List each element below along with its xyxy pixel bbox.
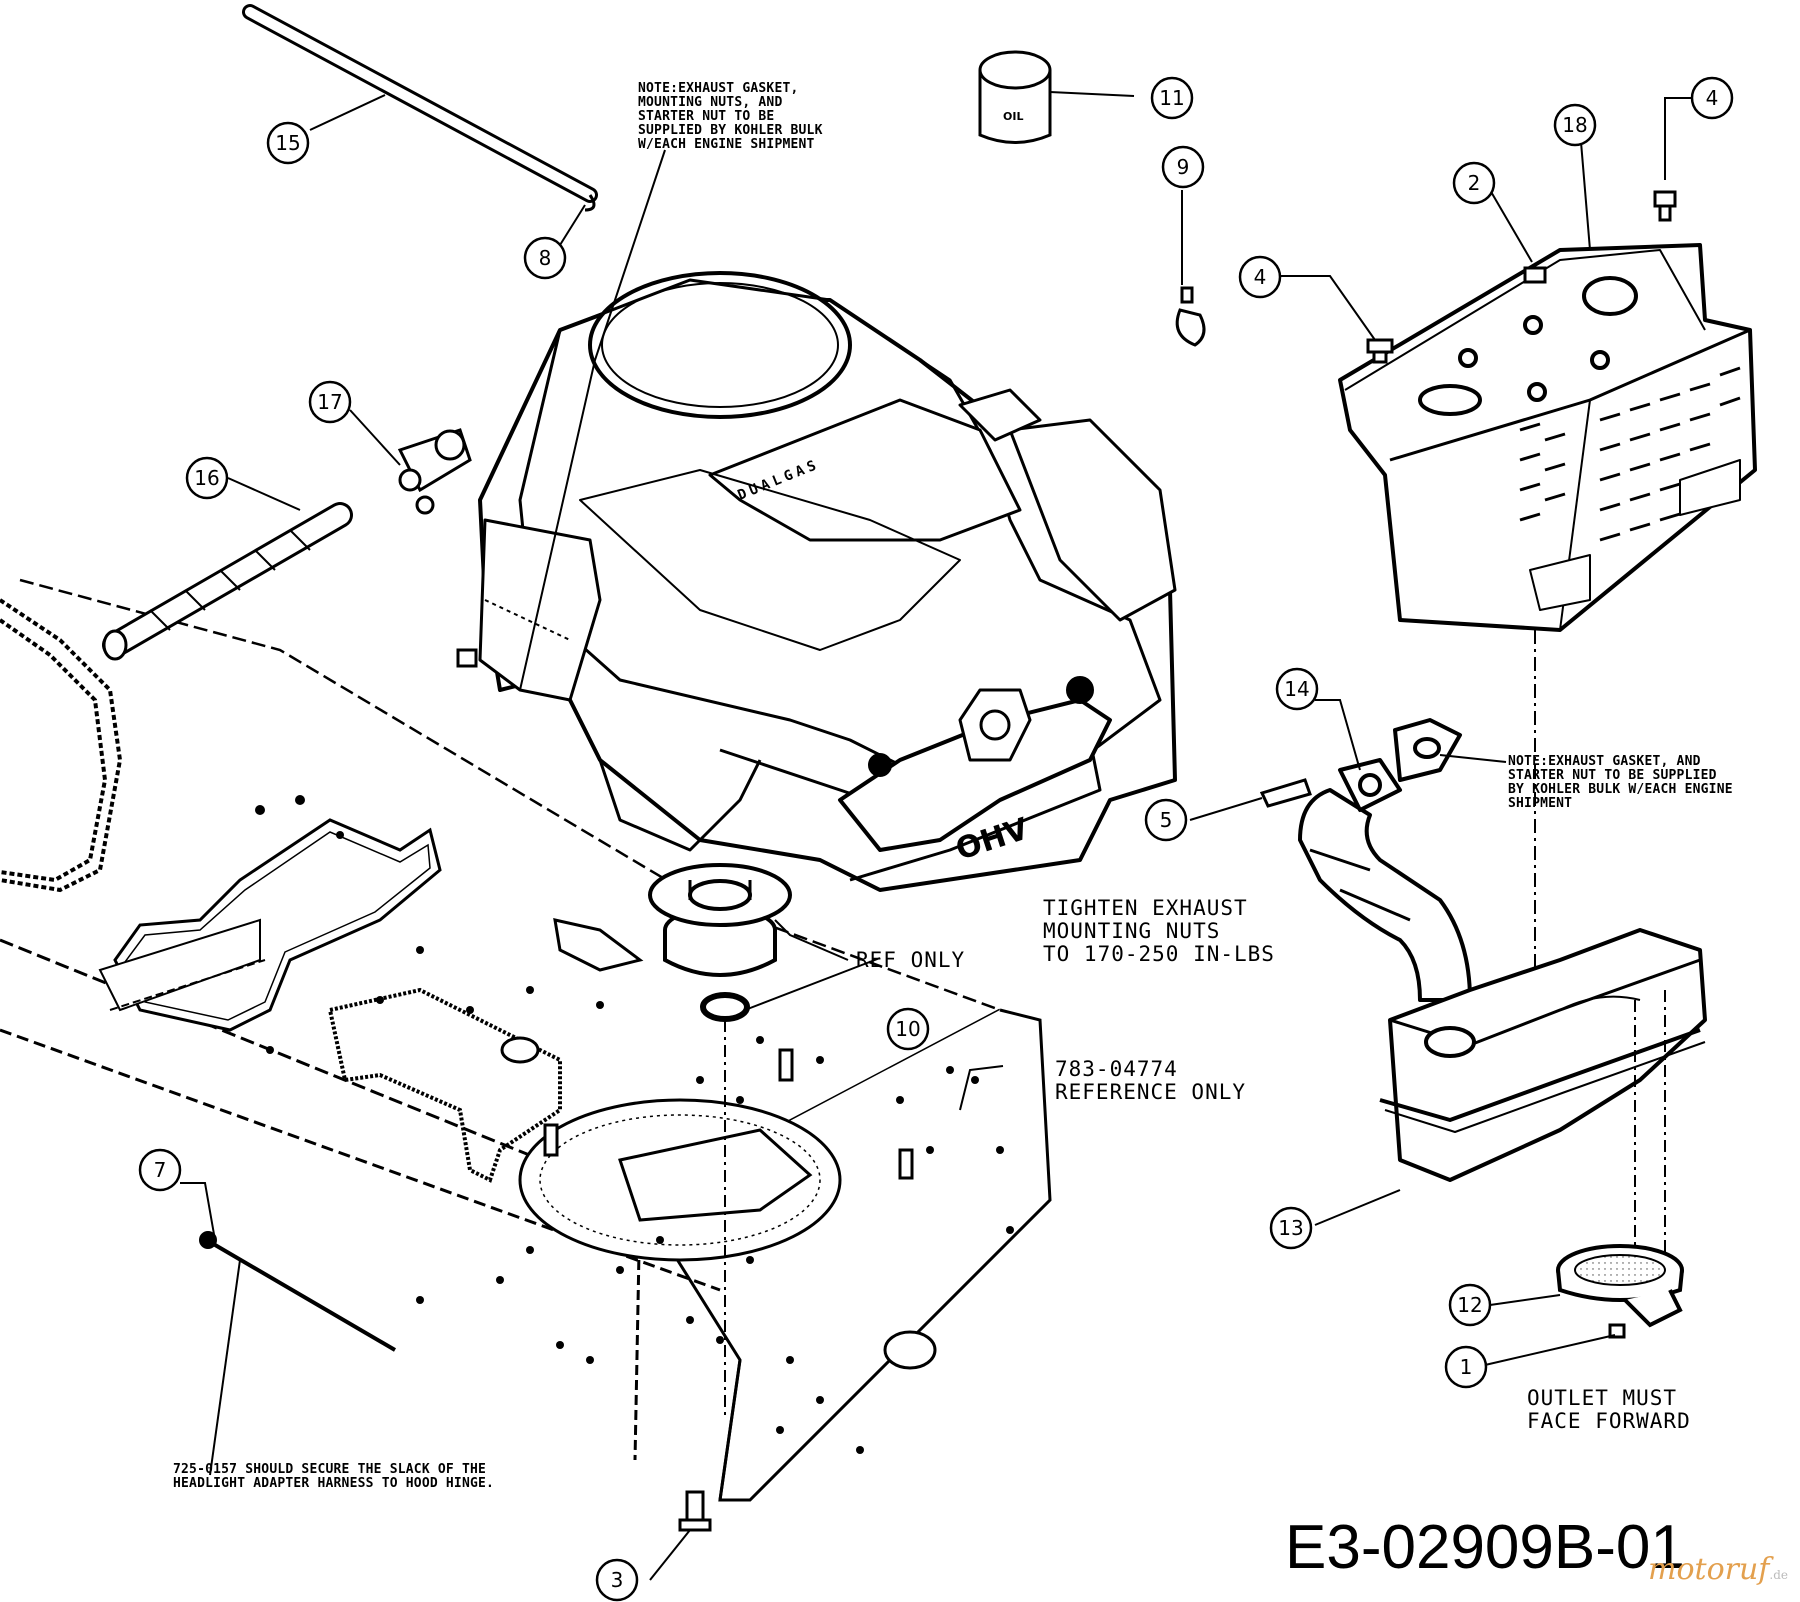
watermark-name: motoruf [1648, 1552, 1770, 1587]
callout-8-top: 8 [539, 246, 552, 270]
engine-pulley [648, 863, 792, 977]
oil-label: OIL [1003, 110, 1023, 123]
washer-part-10 [700, 992, 750, 1022]
drawing-code: E3-02909B-01 [1285, 1513, 1685, 1582]
tube-part-16 [102, 502, 353, 661]
screws-parts-2-4 [1366, 190, 1677, 364]
callout-circles [138, 76, 1734, 1602]
note-kohler-right: NOTE:EXHAUST GASKET, AND STARTER NUT TO … [1508, 754, 1733, 811]
callout-15: 15 [275, 131, 300, 155]
callout-5: 5 [1160, 808, 1173, 832]
callout-9: 9 [1177, 155, 1190, 179]
callout-18: 18 [1562, 113, 1587, 137]
tractor-frame [0, 578, 1052, 1540]
callout-1: 1 [1460, 1355, 1473, 1379]
clip-part-9 [1175, 286, 1206, 347]
callout-numbers: 15 8 11 9 4 18 2 4 17 16 14 5 10 13 12 1… [154, 86, 1719, 1592]
bolt-part-5 [1259, 778, 1312, 808]
note-kohler-top: NOTE:EXHAUST GASKET, MOUNTING NUTS, AND … [638, 81, 823, 152]
wire-harness [0, 598, 123, 893]
callout-10: 10 [895, 1017, 920, 1041]
callout-3: 3 [611, 1568, 624, 1592]
exhaust-pipe-part-14 [1298, 718, 1472, 1002]
screw-part-1 [1608, 1323, 1626, 1339]
callout-17: 17 [317, 390, 342, 414]
heat-shield-part-18 [1338, 243, 1757, 632]
muffler-part-13 [1379, 928, 1707, 1182]
bolt-part-3 [678, 1490, 712, 1532]
rod-part-7 [199, 1231, 397, 1352]
watermark-logo: motoruf.de [1648, 1552, 1788, 1587]
deflector-part-12 [1556, 1244, 1684, 1328]
note-tighten: TIGHTEN EXHAUST MOUNTING NUTS TO 170-250… [1043, 896, 1275, 966]
callout-2: 2 [1468, 171, 1481, 195]
oil-can-part-11 [978, 50, 1052, 144]
note-harness: 725-0157 SHOULD SECURE THE SLACK OF THE … [173, 1462, 495, 1491]
callout-12: 12 [1457, 1293, 1482, 1317]
callout-4-left: 4 [1254, 265, 1267, 289]
callout-14: 14 [1284, 677, 1309, 701]
valve-part-17 [397, 428, 472, 515]
leader-lines [180, 91, 1710, 1581]
bolt-part-8 [456, 648, 478, 668]
note-frame-reference: 783-04774 REFERENCE ONLY [1055, 1057, 1247, 1104]
callout-4-right: 4 [1706, 86, 1719, 110]
callout-13: 13 [1278, 1216, 1303, 1240]
note-outlet: OUTLET MUST FACE FORWARD [1527, 1386, 1691, 1433]
watermark-suffix: .de [1769, 1568, 1789, 1582]
loom-part-15 [242, 4, 598, 212]
engine-assembly [478, 271, 1177, 892]
callout-7: 7 [154, 1158, 167, 1182]
callout-16: 16 [194, 466, 219, 490]
callout-11: 11 [1159, 86, 1184, 110]
note-ref-only: REF ONLY [856, 948, 966, 972]
